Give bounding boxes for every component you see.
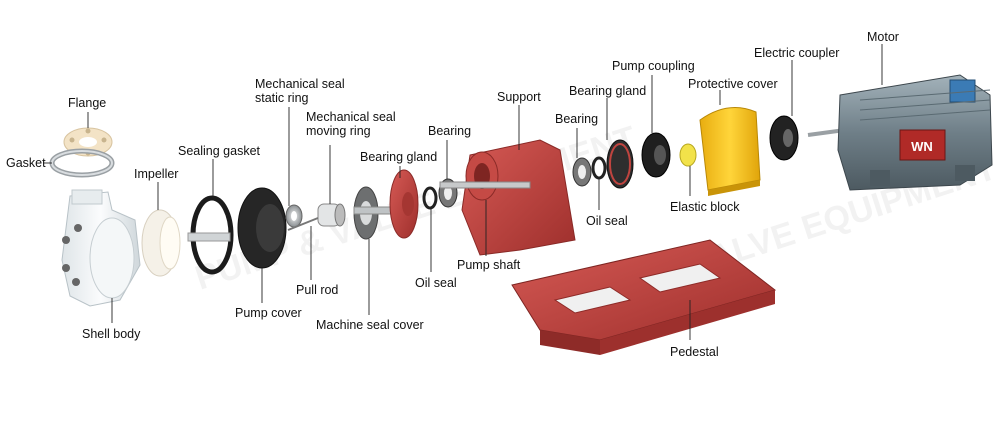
label-oil-seal-2: Oil seal	[586, 214, 628, 228]
label-protective-cover: Protective cover	[688, 77, 778, 91]
impeller-part	[141, 209, 181, 277]
label-mech-seal-moving-line1: Mechanical seal	[306, 110, 396, 124]
label-pump-shaft: Pump shaft	[457, 258, 521, 272]
bearing-gland-2-part	[606, 139, 634, 189]
label-impeller: Impeller	[134, 167, 179, 181]
label-electric-coupler: Electric coupler	[754, 46, 840, 60]
label-elastic-block: Elastic block	[670, 200, 740, 214]
oil-seal-1-part	[422, 186, 438, 210]
machine-seal-cover-part	[353, 186, 397, 240]
pump-cover-part	[187, 187, 287, 269]
label-bearing-1: Bearing	[428, 124, 472, 138]
pull-rod-part	[287, 217, 319, 231]
motor-part: WN	[807, 74, 993, 191]
label-pedestal: Pedestal	[670, 345, 719, 359]
label-shell-body: Shell body	[82, 327, 141, 341]
label-mechanical-seal-moving-ring: Mechanical seal moving ring	[306, 110, 406, 138]
label-mech-seal-static-line2: static ring	[255, 91, 309, 105]
support-part	[439, 139, 576, 256]
label-motor: Motor	[867, 30, 899, 44]
mech-seal-moving-ring-part	[317, 203, 346, 227]
label-flange: Flange	[68, 96, 107, 110]
leader-lines	[43, 44, 883, 340]
label-gasket: Gasket	[6, 156, 46, 170]
label-bearing-gland-2: Bearing gland	[569, 84, 647, 98]
label-pull-rod: Pull rod	[296, 283, 339, 297]
elastic-block-part	[679, 143, 697, 167]
label-support: Support	[497, 90, 541, 104]
bearing-gland-1-part	[389, 169, 419, 239]
label-mechanical-seal-static-ring: Mechanical seal static ring	[255, 77, 355, 105]
label-bearing-gland-1: Bearing gland	[360, 150, 438, 164]
label-machine-seal-cover: Machine seal cover	[316, 318, 424, 332]
label-pump-cover: Pump cover	[235, 306, 302, 320]
pedestal-part	[511, 239, 777, 355]
mech-seal-static-ring-part	[285, 204, 303, 228]
svg-text:WN: WN	[911, 139, 933, 154]
label-mech-seal-moving-line2: moving ring	[306, 124, 371, 138]
label-bearing-2: Bearing	[555, 112, 599, 126]
electric-coupler-part	[769, 115, 799, 161]
shell-body-part	[61, 189, 141, 307]
label-pump-coupling: Pump coupling	[612, 59, 695, 73]
protective-cover-part	[699, 107, 761, 196]
label-oil-seal-1: Oil seal	[415, 276, 457, 290]
pump-coupling-part	[641, 132, 671, 178]
label-mech-seal-static-line1: Mechanical seal	[255, 77, 345, 91]
bearing-2-part	[572, 157, 592, 187]
label-sealing-gasket: Sealing gasket	[178, 144, 261, 158]
